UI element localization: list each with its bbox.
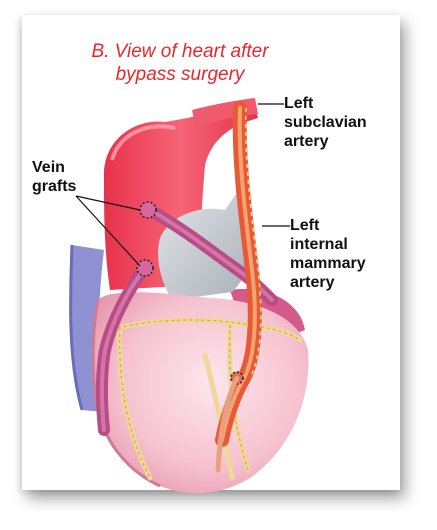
label-vein-grafts-line2: grafts [32, 178, 77, 195]
label-left-internal-mammary-artery: Left internal mammary artery [290, 216, 366, 292]
figure-title-line1: B. View of heart after [91, 41, 269, 62]
label-vein-grafts: Vein grafts [32, 158, 76, 196]
label-mammary-line1: Left [290, 217, 320, 234]
label-left-subclavian-line1: Left [284, 95, 314, 112]
graft-anastomosis-markers [136, 201, 157, 277]
figure-title-line2: bypass surgery [115, 64, 245, 85]
label-left-subclavian-artery: Left subclavian artery [284, 94, 367, 151]
label-mammary-line4: artery [290, 274, 335, 291]
label-left-subclavian-line3: artery [284, 133, 329, 150]
label-left-subclavian-line2: subclavian [284, 114, 367, 131]
label-vein-grafts-line1: Vein [32, 159, 65, 176]
leader-lines [75, 103, 290, 267]
label-mammary-line2: internal [290, 236, 348, 253]
label-mammary-line3: mammary [290, 255, 366, 272]
aorta [103, 98, 258, 290]
